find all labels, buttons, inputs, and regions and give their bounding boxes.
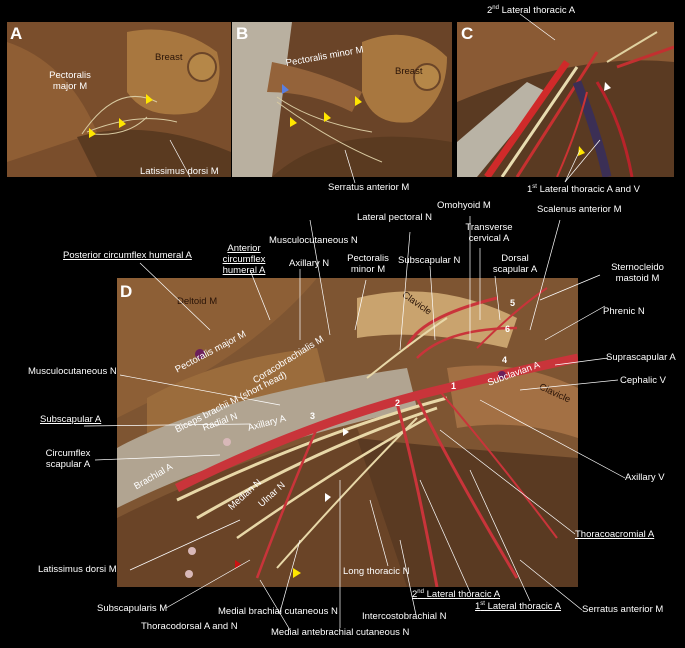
posterior-circumflex-label: Posterior circumflex humeral A	[63, 250, 192, 261]
axillary-v-label: Axillary V	[625, 472, 665, 483]
panel-d-photo	[117, 278, 578, 587]
medial-antebrachial-label: Medial antebrachial cutaneous N	[271, 627, 410, 638]
scalenus-anterior-label: Scalenus anterior M	[537, 204, 622, 215]
intercostobrachial-label: Intercostobrachial N	[362, 611, 447, 622]
panel-a-letter: A	[10, 24, 23, 43]
phrenic-label: Phrenic N	[603, 306, 645, 317]
omohyoid-label: Omohyoid M	[437, 200, 491, 211]
anterior-circumflex-label: Anterior circumflex humeral A	[222, 243, 266, 276]
dorsal-scapular-label: Dorsal scapular A	[492, 253, 538, 275]
deltoid-label: Deltoid M	[177, 296, 218, 307]
suprascapular-label: Suprascapular A	[606, 352, 676, 363]
cephalic-v-label: Cephalic V	[620, 375, 666, 386]
medial-brachial-label: Medial brachial cutaneous N	[218, 606, 338, 617]
pectoralis-major-label-a: Pectoralis major M	[49, 70, 91, 92]
subscapularis-label: Subscapularis M	[97, 603, 168, 614]
latissimus-label-a: Latissimus dorsi M	[140, 166, 219, 177]
circumflex-scapular-label: Circumflex scapular A	[45, 448, 91, 470]
latissimus-label-d: Latissimus dorsi M	[38, 564, 117, 575]
serratus-label-b: Serratus anterior M	[328, 182, 410, 193]
musculocutaneous-left-label: Musculocutaneous N	[28, 366, 117, 377]
breast-label-b: Breast	[395, 66, 423, 77]
panel-b-photo	[232, 22, 452, 177]
thoracodorsal-label: Thoracodorsal A and N	[141, 621, 238, 632]
panel-c-photo	[457, 22, 674, 177]
thoracoacromial-label: Thoracoacromial A	[575, 529, 655, 540]
segment-number-5: 5	[510, 298, 516, 308]
first-lateral-thoracic-label-c: 1st Lateral thoracic A and V	[527, 184, 640, 196]
segment-number-3: 3	[310, 411, 316, 421]
musculocutaneous-top-label: Musculocutaneous N	[269, 235, 358, 246]
long-thoracic-label: Long thoracic N	[343, 566, 410, 577]
first-lateral-thoracic-label-d: 1st Lateral thoracic A	[475, 601, 562, 613]
segment-number-2: 2	[395, 398, 401, 408]
panel-a-photo	[7, 22, 231, 177]
axillary-n-label: Axillary N	[289, 258, 330, 269]
transverse-cervical-label: Transverse cervical A	[465, 222, 513, 244]
segment-number-1: 1	[451, 381, 457, 391]
second-lateral-thoracic-label-c: 2nd Lateral thoracic A	[487, 5, 576, 17]
panel-d-letter: D	[120, 282, 133, 301]
segment-number-4: 4	[502, 355, 508, 365]
subscapular-a-label: Subscapular A	[40, 414, 102, 425]
lateral-pectoral-label: Lateral pectoral N	[357, 212, 432, 223]
panel-b-letter: B	[236, 24, 249, 43]
subscapular-n-label: Subscapular N	[398, 255, 461, 266]
sternocleidomastoid-label: Sternocleido mastoid M	[611, 262, 664, 284]
second-lateral-thoracic-label-d: 2nd Lateral thoracic A	[412, 589, 501, 601]
pectoralis-minor-label-d: Pectoralis minor M	[347, 253, 389, 275]
panel-c-letter: C	[461, 24, 474, 43]
serratus-label-d: Serratus anterior M	[582, 604, 664, 615]
breast-label-a: Breast	[155, 52, 183, 63]
segment-number-6: 6	[505, 324, 511, 334]
